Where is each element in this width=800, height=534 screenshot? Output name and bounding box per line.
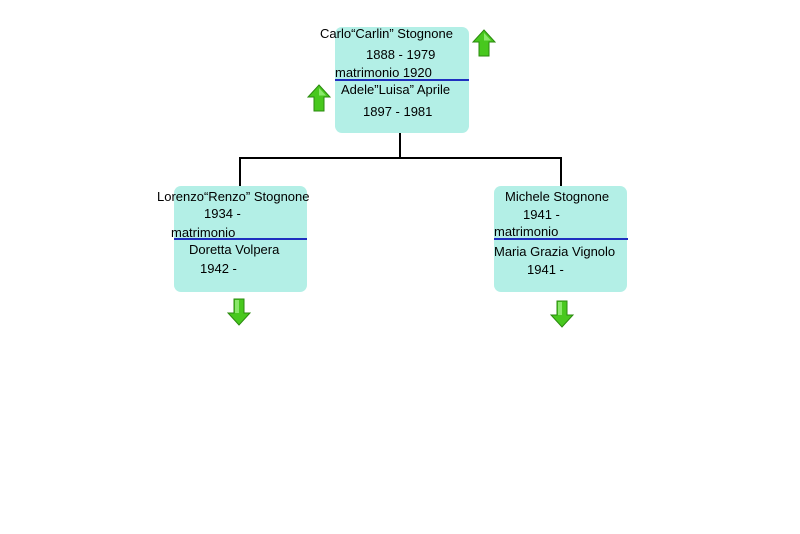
root-wife-years: 1897 - 1981	[363, 104, 433, 119]
arrow-up-icon[interactable]	[307, 84, 331, 112]
arrow-down-icon[interactable]	[550, 300, 574, 328]
child-marriage-divider	[174, 238, 307, 240]
child-husband-name: Lorenzo“Renzo” Stognone	[157, 189, 310, 204]
connector-left-drop	[239, 157, 241, 187]
root-husband-years: 1888 - 1979	[366, 47, 436, 62]
connector-horizontal	[239, 157, 562, 159]
child-marriage: matrimonio	[494, 224, 559, 239]
arrow-up-icon[interactable]	[472, 29, 496, 57]
child-wife-years: 1941 -	[527, 262, 564, 277]
child-husband-name: Michele Stognone	[505, 189, 610, 204]
connector-right-drop	[560, 157, 562, 187]
child-marriage: matrimonio	[171, 225, 236, 240]
child-wife-name: Doretta Volpera	[189, 242, 280, 257]
connector-root-stem	[399, 133, 401, 159]
root-husband-name: Carlo“Carlin” Stognone	[320, 26, 453, 41]
child-wife-name: Maria Grazia Vignolo	[494, 244, 616, 259]
child-husband-years: 1934 -	[204, 206, 241, 221]
root-marriage: matrimonio 1920	[335, 65, 432, 80]
child-marriage-divider	[494, 238, 628, 240]
child-husband-years: 1941 -	[523, 207, 560, 222]
arrow-down-icon[interactable]	[227, 298, 251, 326]
root-wife-name: Adele”Luisa” Aprile	[341, 82, 451, 97]
child-wife-years: 1942 -	[200, 261, 237, 276]
root-marriage-divider	[335, 79, 469, 81]
